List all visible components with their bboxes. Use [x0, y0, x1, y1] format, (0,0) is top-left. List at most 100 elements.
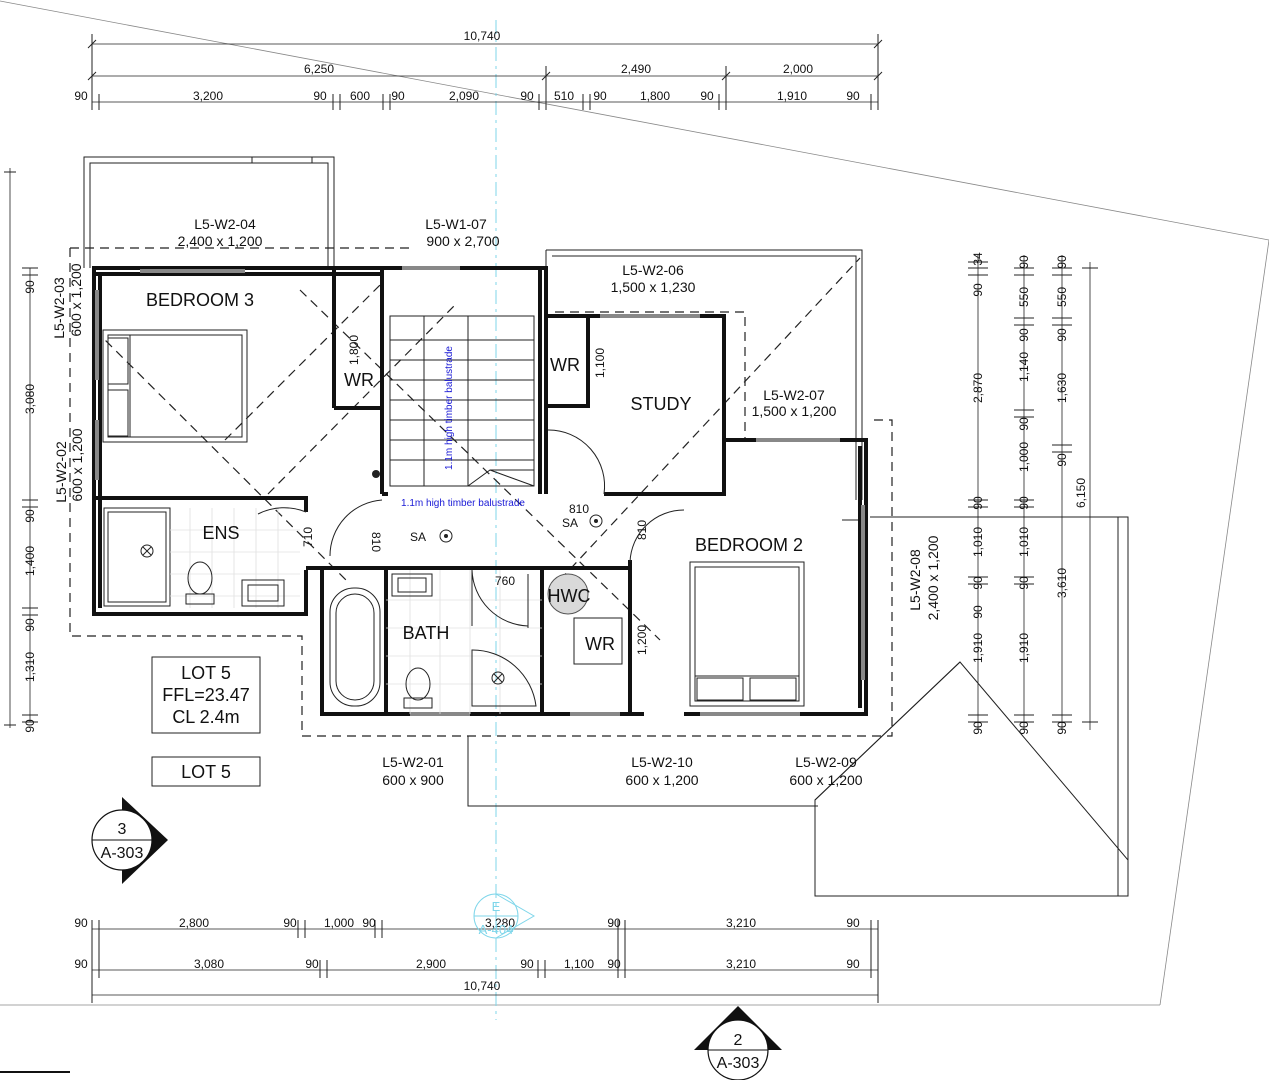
window-tag-size: 600 x 1,200	[68, 263, 84, 336]
staircase	[389, 315, 535, 487]
dim-bottom-row1: 90	[74, 916, 88, 930]
room-label-hwc: HWC	[548, 586, 591, 606]
dim-bottom-row2: 90	[305, 957, 319, 971]
dim-right-col1: 90	[971, 721, 985, 735]
bottom-dimensions: 90 2,800 90 1,000 90 3,280 90 3,210 90 9…	[74, 916, 879, 1003]
dim-right-col1: 90	[971, 605, 985, 619]
dim-right-col3: 3,610	[1055, 568, 1069, 598]
balustrade-note-stair: 1.1m high timber balustrade	[444, 346, 455, 470]
room-label-bedroom3: BEDROOM 3	[146, 290, 254, 310]
window-tag-id: L5-W2-04	[194, 216, 256, 232]
dim-top-detail: 2,090	[449, 89, 479, 103]
window-tag-size: 600 x 1,200	[625, 772, 698, 788]
dim-top-detail: 90	[846, 89, 860, 103]
dim-right-col2: 1,910	[1017, 633, 1031, 663]
window-tag-id: L5-W2-09	[795, 754, 857, 770]
dim-right-col3: 1,630	[1055, 373, 1069, 403]
dim-right-col2: 90	[1017, 417, 1031, 431]
wr3-shelf	[573, 617, 623, 665]
section-2-sheet: A-303	[717, 1055, 760, 1072]
dim-left: 1,310	[23, 652, 37, 682]
elevation-letter: E	[492, 899, 501, 914]
room-labels: BEDROOM 3 WR WR STUDY ENS BATH HWC WR BE…	[146, 290, 803, 654]
dim-bottom-overall: 10,740	[464, 979, 501, 993]
window-tag-id: L5-W2-02	[53, 441, 69, 503]
dim-right-col3: 550	[1055, 287, 1069, 307]
dim-top-seg-2: 2,490	[621, 62, 651, 76]
room-label-bedroom2: BEDROOM 2	[695, 535, 803, 555]
ensuite-fixtures	[103, 507, 300, 608]
dim-right-col2: 90	[1017, 576, 1031, 590]
dim-hall-left: 810	[369, 532, 383, 552]
lower-roof	[467, 516, 1129, 897]
sa-label: SA	[562, 516, 578, 530]
lot-line-3: CL 2.4m	[172, 707, 239, 727]
dim-right-overall: 6,150	[1074, 478, 1088, 508]
window-tag-size: 600 x 900	[382, 772, 444, 788]
dim-bottom-row2: 1,100	[564, 957, 594, 971]
section-2-number: 2	[734, 1032, 743, 1049]
dim-right-col2: 90	[1017, 496, 1031, 510]
dim-left: 1,400	[23, 546, 37, 576]
dim-bottom-row2: 90	[74, 957, 88, 971]
dim-right-col3: 90	[1055, 255, 1069, 269]
dim-top-detail: 90	[74, 89, 88, 103]
window-tag-size: 1,500 x 1,200	[752, 403, 837, 419]
dim-right-col1: 90	[971, 576, 985, 590]
room-label-wr2: WR	[550, 355, 580, 375]
dim-top-detail: 510	[554, 89, 574, 103]
bed-bedroom2	[689, 561, 805, 707]
dim-bottom-row2: 3,210	[726, 957, 756, 971]
section-3-number: 3	[118, 821, 127, 838]
dim-top-detail: 90	[700, 89, 714, 103]
elevation-sheet: A-404	[479, 922, 514, 937]
dim-top-detail: 90	[313, 89, 327, 103]
window-tag-id: L5-W1-07	[425, 216, 487, 232]
dim-left: 90	[23, 719, 37, 733]
top-dimensions: 10,740 6,250 2,490 2,000 90 3,200 90 600…	[74, 29, 883, 110]
dim-bottom-row1: 90	[846, 916, 860, 930]
dim-bath-door: 760	[495, 574, 515, 588]
lot-label: LOT 5	[181, 762, 231, 782]
window-tag-id: L5-W2-03	[51, 277, 67, 339]
dim-top-detail: 90	[391, 89, 405, 103]
dim-bottom-row2: 3,080	[194, 957, 224, 971]
dim-wr2: 1,100	[593, 348, 607, 378]
lot-label-box: LOT 5	[151, 756, 261, 787]
window-tag-id: L5-W2-06	[622, 262, 684, 278]
sa-labels: SA SA	[410, 516, 578, 544]
window-tag-size: 600 x 1,200	[789, 772, 862, 788]
dim-bottom-row1: 1,000	[324, 916, 354, 930]
section-marker-3: 3 A-303	[91, 797, 168, 884]
window-tag-id: L5-W2-07	[763, 387, 825, 403]
window-tags: L5-W2-04 2,400 x 1,200 L5-W1-07 900 x 2,…	[51, 216, 941, 788]
dim-right-col2: 90	[1017, 721, 1031, 735]
dim-left: 90	[23, 618, 37, 632]
dim-hall-right: 810	[569, 502, 589, 516]
dim-wr3: 1,200	[635, 625, 649, 655]
dim-left: 3,080	[23, 384, 37, 414]
right-dimensions: 34 90 2,870 90 90 1,010 90 1,910 90 90 5…	[968, 252, 1098, 735]
room-label-study: STUDY	[630, 394, 691, 414]
dim-bottom-row1: 3,280	[485, 916, 515, 930]
dim-bottom-row1: 3,210	[726, 916, 756, 930]
lot-line-2: FFL=23.47	[162, 685, 250, 705]
smoke-alarms	[372, 470, 603, 543]
room-label-bath: BATH	[403, 623, 450, 643]
dim-wr1: 1,800	[347, 335, 361, 365]
dim-right-col1: 34	[971, 252, 985, 266]
dim-top-detail: 1,800	[640, 89, 670, 103]
dim-right-col2: 550	[1017, 287, 1031, 307]
eaves-outline	[69, 247, 893, 737]
room-label-wr3: WR	[585, 634, 615, 654]
window-tag-size: 2,400 x 1,200	[178, 233, 263, 249]
dim-top-overall: 10,740	[464, 29, 501, 43]
bed-bedroom3	[102, 329, 248, 443]
dim-top-detail: 600	[350, 89, 370, 103]
dim-bottom-row1: 90	[283, 916, 297, 930]
dim-top-seg-1: 6,250	[304, 62, 334, 76]
dim-right-col1: 1,010	[971, 527, 985, 557]
window-tag-id: L5-W2-08	[907, 549, 923, 611]
section-marker-2: 2 A-303	[694, 1006, 782, 1080]
